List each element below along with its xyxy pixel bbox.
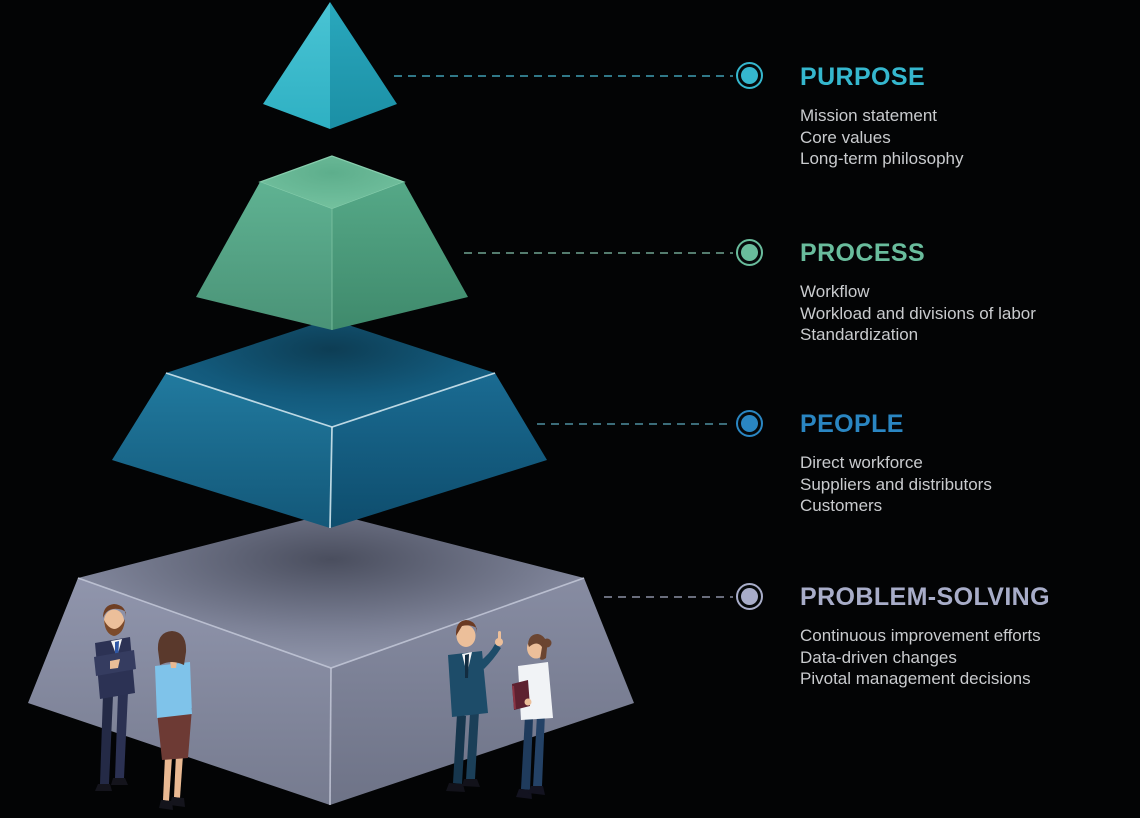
section-process: PROCESS Workflow Workload and divisions … (800, 239, 1135, 346)
section-purpose: PURPOSE Mission statement Core values Lo… (800, 63, 1135, 170)
bullet-dot (741, 415, 758, 432)
section-items-purpose: Mission statement Core values Long-term … (800, 105, 1135, 170)
section-title-purpose: PURPOSE (800, 63, 926, 91)
pyramid-tier-process (196, 155, 468, 330)
section-items-people: Direct workforce Suppliers and distribut… (800, 452, 1135, 517)
bullet-process (736, 239, 763, 266)
list-item: Long-term philosophy (800, 149, 964, 168)
list-item: Data-driven changes (800, 647, 957, 667)
person-man-arms-crossed (94, 604, 136, 791)
person-man-gesturing (446, 620, 503, 792)
list-item: Standardization (800, 325, 919, 344)
pyramid-tier-people (112, 319, 547, 529)
section-items-process: Workflow Workload and divisions of labor… (800, 281, 1135, 346)
person-woman-back (155, 631, 192, 810)
list-item: Workflow (800, 282, 870, 301)
bullet-dot (741, 244, 758, 261)
section-title-people: PEOPLE (800, 410, 904, 438)
people-illustration (94, 604, 553, 810)
section-problem-solving: PROBLEM-SOLVING Continuous improvement e… (800, 583, 1135, 690)
list-item: Customers (800, 496, 883, 515)
bullet-purpose (736, 62, 763, 89)
bullet-people (736, 410, 763, 437)
section-people: PEOPLE Direct workforce Suppliers and di… (800, 410, 1135, 517)
list-item: Core values (800, 127, 891, 147)
list-item: Continuous improvement efforts (800, 626, 1041, 645)
bullet-dot (741, 67, 758, 84)
list-item: Direct workforce (800, 453, 923, 472)
list-item: Mission statement (800, 106, 937, 125)
bullet-dot (741, 588, 758, 605)
bullet-problem-solving (736, 583, 763, 610)
pyramid-tier-purpose (263, 2, 397, 129)
list-item: Pivotal management decisions (800, 669, 1031, 688)
section-title-problem-solving: PROBLEM-SOLVING (800, 583, 1050, 611)
section-items-problem-solving: Continuous improvement efforts Data-driv… (800, 625, 1135, 690)
list-item: Workload and divisions of labor (800, 303, 1036, 323)
list-item: Suppliers and distributors (800, 474, 992, 494)
dashed-connectors (394, 75, 733, 598)
person-woman-folder (512, 634, 553, 799)
section-title-process: PROCESS (800, 239, 926, 267)
